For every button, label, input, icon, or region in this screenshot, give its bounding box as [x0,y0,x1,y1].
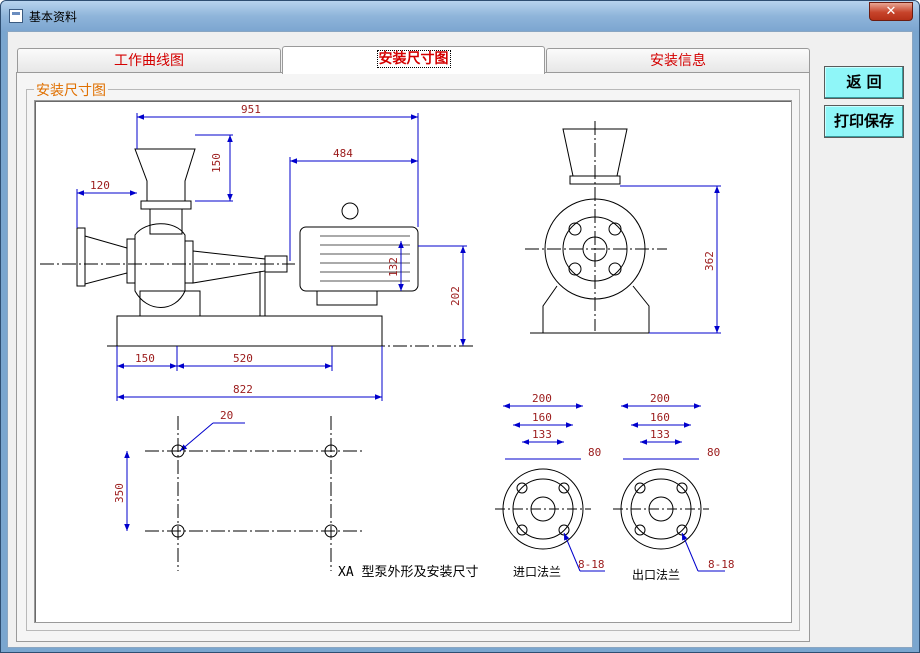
tab-control: 工作曲线图 安装尺寸图 安装信息 安装尺寸图 [16,46,810,652]
volute-front [544,198,646,300]
tab-install-dimensions[interactable]: 安装尺寸图 [282,46,545,74]
dim-120: 120 [90,179,110,192]
dim-951: 951 [241,103,261,116]
dim-20: 20 [220,409,233,422]
inlet-dim-200: 200 [532,392,552,405]
dim-150: 150 [135,352,155,365]
base-plate [116,315,383,347]
tab-install-info[interactable]: 安装信息 [546,48,810,73]
dim-132: 132 [387,257,400,277]
dim-362: 362 [703,251,716,271]
dim-520: 520 [233,352,253,365]
outlet-dim-160: 160 [650,411,670,424]
dim-484: 484 [333,147,353,160]
group-label: 安装尺寸图 [34,80,108,100]
pump-casing [134,223,186,308]
drawing-group: 安装尺寸图 [26,80,800,631]
dimension-drawing: 951 484 150 120 132 202 150 520 822 362 [40,103,735,582]
title-bar: 基本资料 ✕ [1,1,919,31]
drawing-caption: XA 型泵外形及安装尺寸 [338,565,478,580]
outlet-label: 出口法兰 [632,568,680,582]
tab-install-dimensions-label: 安装尺寸图 [376,50,451,68]
print-save-button[interactable]: 打印保存 [824,105,904,138]
window-title: 基本资料 [29,10,78,24]
dim-350: 350 [113,483,126,503]
client-area: 工作曲线图 安装尺寸图 安装信息 安装尺寸图 [7,31,913,648]
dim-822: 822 [233,383,253,396]
drawing-canvas: 951 484 150 120 132 202 150 520 822 362 [34,100,792,623]
inlet-flange [76,227,86,287]
tab-work-curve[interactable]: 工作曲线图 [17,48,281,73]
inlet-dim-818: 8-18 [578,558,605,571]
inlet-dim-80: 80 [588,446,601,459]
outlet-dim-133: 133 [650,428,670,441]
outlet-dim-818: 8-18 [708,558,735,571]
dim-150-top: 150 [210,153,223,173]
discharge-cone [134,148,196,202]
close-button[interactable]: ✕ [869,2,913,21]
tab-panel: 安装尺寸图 [16,72,810,642]
back-button[interactable]: 返 回 [824,66,904,99]
outlet-dim-80: 80 [707,446,720,459]
inlet-dim-160: 160 [532,411,552,424]
outlet-dim-200: 200 [650,392,670,405]
inlet-label: 进口法兰 [513,565,561,579]
app-icon [9,9,23,23]
inlet-dim-133: 133 [532,428,552,441]
tab-work-curve-label: 工作曲线图 [114,53,184,69]
dim-202: 202 [449,286,462,306]
tab-install-info-label: 安装信息 [650,53,706,69]
